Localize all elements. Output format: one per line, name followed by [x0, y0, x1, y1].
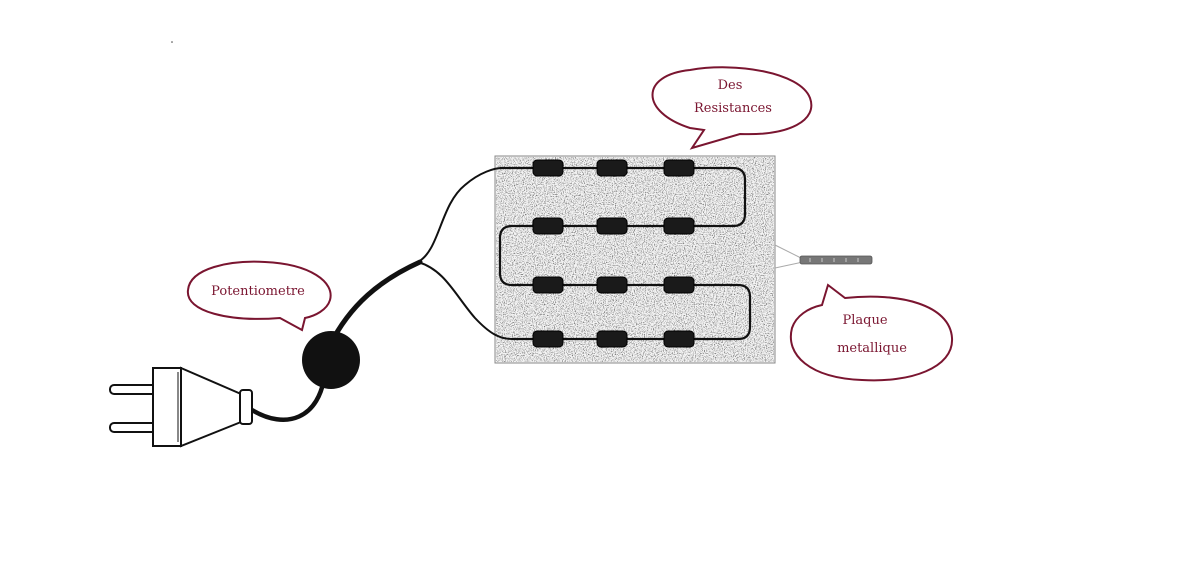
callout-plate: Plaque metallique	[789, 283, 954, 382]
callout-plate-line2: metallique	[837, 341, 907, 356]
stray-dot	[171, 41, 173, 43]
metal-plate	[494, 155, 776, 364]
resistor	[663, 159, 695, 177]
resistor	[532, 276, 564, 294]
callout-resistances-line1: Des	[718, 78, 743, 93]
resistor	[596, 159, 628, 177]
heating-wire	[498, 166, 752, 341]
callout-potentiometer-label: Potentiometre	[211, 284, 305, 299]
resistor	[663, 330, 695, 348]
potentiometer-knob	[302, 331, 360, 389]
plate-probe	[774, 244, 873, 269]
resistor	[596, 330, 628, 348]
resistor	[596, 217, 628, 235]
resistor	[532, 330, 564, 348]
callout-resistances-line2: Resistances	[694, 101, 772, 116]
power-plug	[109, 366, 253, 448]
resistor	[532, 217, 564, 235]
resistor	[663, 217, 695, 235]
wire-lower	[417, 261, 513, 340]
callout-plate-line1: Plaque	[842, 313, 887, 328]
callout-resistances: Des Resistances	[651, 66, 813, 150]
resistor	[532, 159, 564, 177]
resistor-grid	[532, 159, 695, 348]
resistor	[663, 276, 695, 294]
main-cable	[327, 259, 423, 348]
callout-potentiometer: Potentiometre	[186, 260, 332, 332]
resistor	[596, 276, 628, 294]
wire-upper	[417, 167, 503, 263]
